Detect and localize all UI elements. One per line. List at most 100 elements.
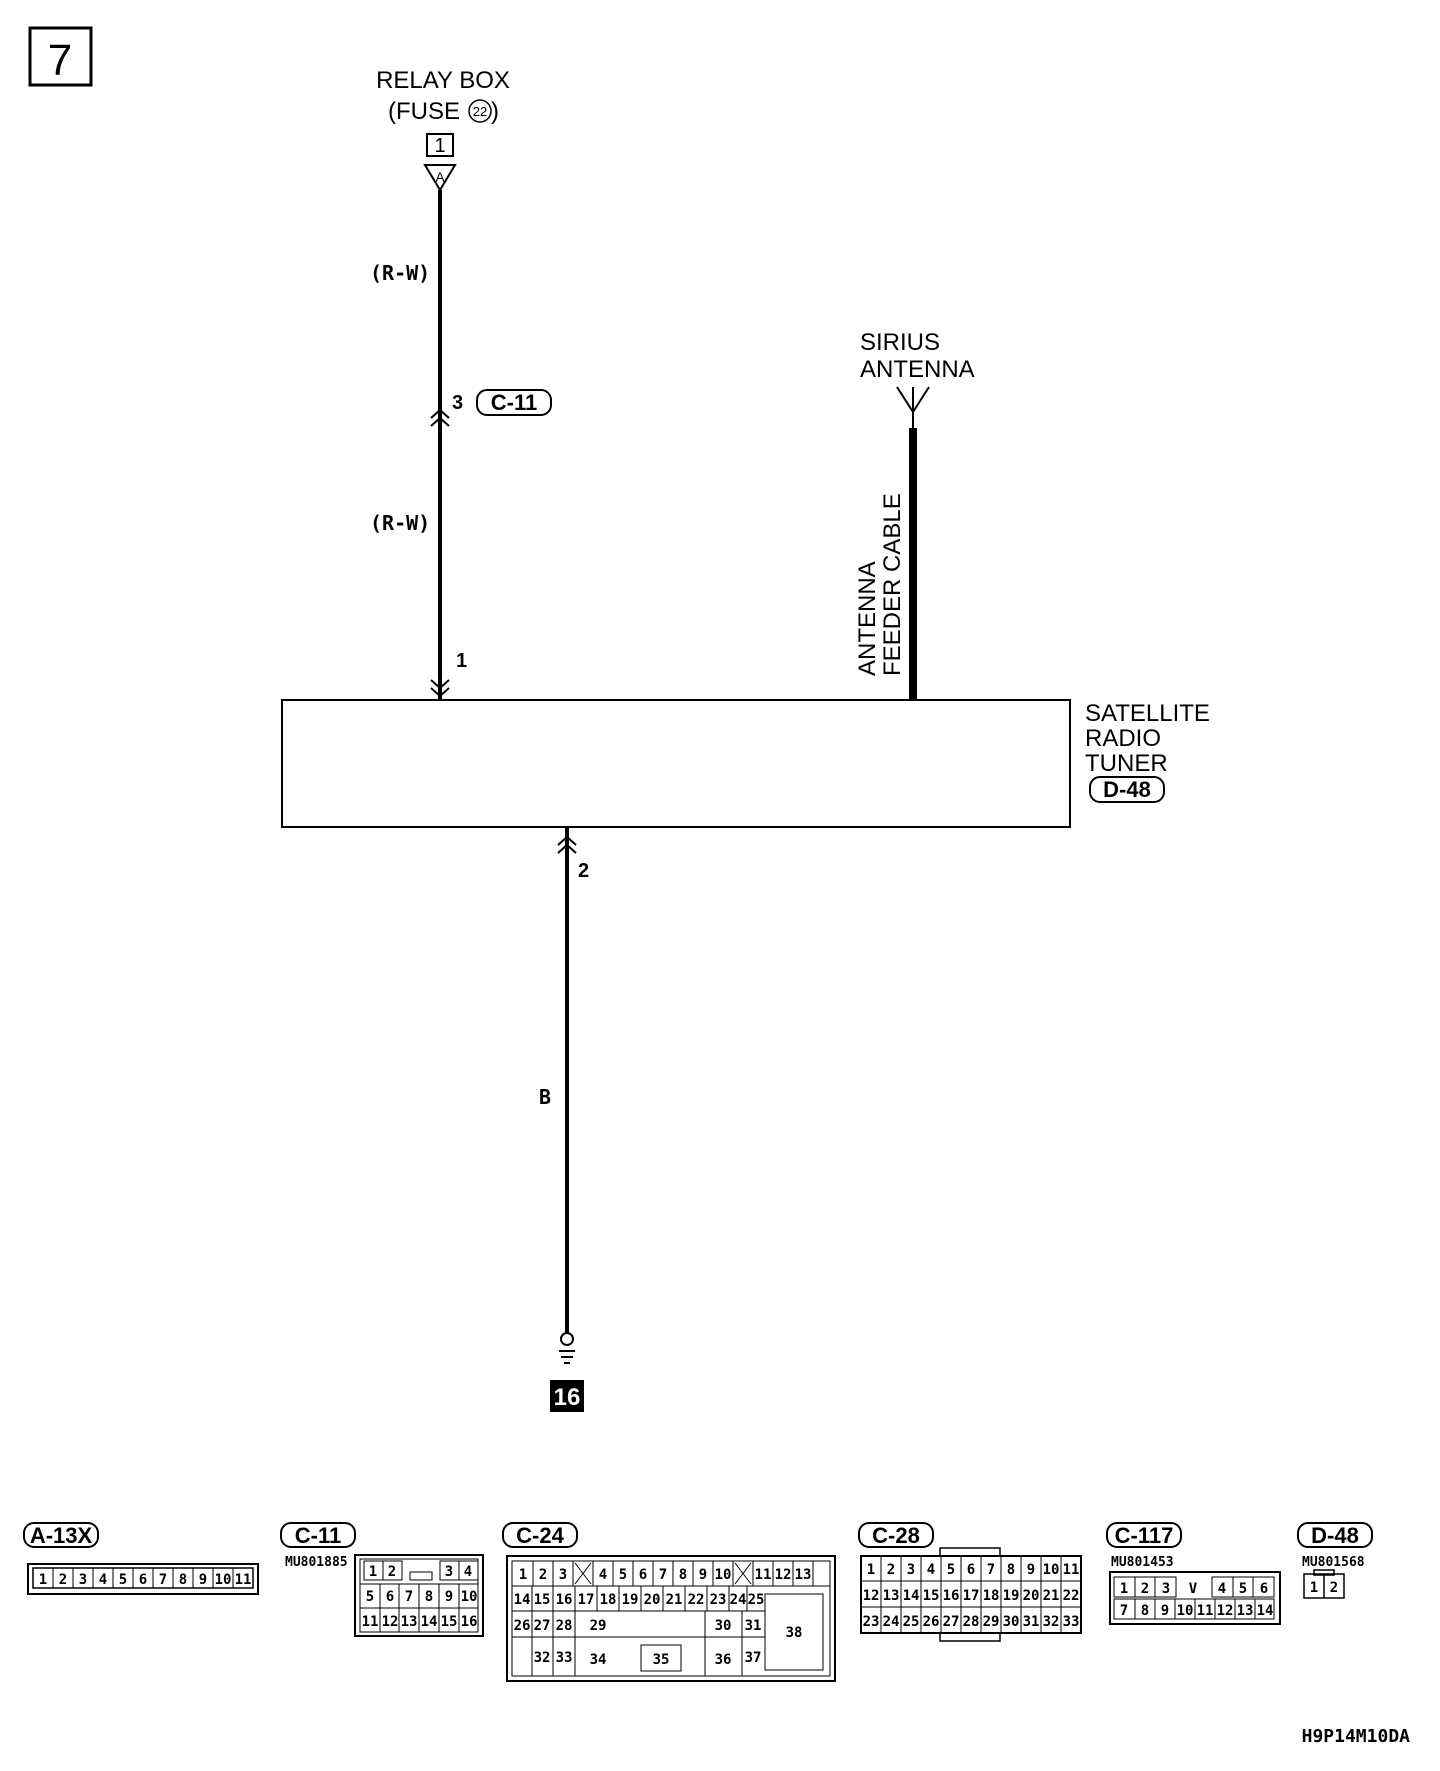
wire-color-middle: (R-W) (370, 511, 430, 535)
pin-cell: 33 (1063, 1614, 1080, 1630)
pin-cell: 15 (534, 1592, 551, 1608)
pin-cell: 8 (679, 1567, 687, 1583)
pin-cell: 31 (1023, 1614, 1040, 1630)
pin-cell: 1 (1310, 1580, 1318, 1596)
pin-cell: 22 (688, 1592, 705, 1608)
pin-cell: 3 (445, 1564, 453, 1580)
pin-cell: 3 (559, 1567, 567, 1583)
pin-cell: 12 (382, 1614, 399, 1630)
connector-tag: C-117 (1106, 1522, 1182, 1548)
satellite-radio-tuner-box (281, 699, 1071, 828)
pin-cell: 18 (600, 1592, 617, 1608)
pin-cell: 9 (445, 1589, 453, 1605)
pin-cell: 2 (887, 1562, 895, 1578)
antenna-icon (896, 386, 930, 428)
pin-cell: 16 (461, 1614, 478, 1630)
pin-cell: 23 (863, 1614, 880, 1630)
pin-cell: 33 (556, 1650, 573, 1666)
pin-cell: 31 (745, 1618, 762, 1634)
pin-cell: 2 (1330, 1580, 1338, 1596)
pin-cell: 1 (867, 1562, 875, 1578)
svg-text:C-24: C-24 (516, 1523, 564, 1548)
pin-cell: 27 (943, 1614, 960, 1630)
pin-cell: 2 (1141, 1581, 1149, 1597)
pin-cell: 10 (1177, 1603, 1194, 1619)
pin-cell: 14 (514, 1592, 531, 1608)
pin-cell: 6 (386, 1589, 394, 1605)
pin-cell: 13 (883, 1588, 900, 1604)
pin-cell: 7 (987, 1562, 995, 1578)
ground-point-badge: 16 (550, 1380, 584, 1412)
connector-c28: C-28 1 2 3 4 5 6 7 8 9 10 11 12 13 14 (858, 1522, 1082, 1642)
pin-cell: 1 (519, 1567, 527, 1583)
pin-cell: 4 (1218, 1581, 1226, 1597)
pin-cell: 25 (903, 1614, 920, 1630)
pin-cell: 37 (745, 1650, 762, 1666)
pin-cell: 10 (461, 1589, 478, 1605)
antenna-cable-label: ANTENNA FEEDER CABLE (854, 493, 906, 676)
connector-d48: D-48 MU801568 1 2 (1297, 1522, 1373, 1599)
pin-cell: 10 (715, 1567, 732, 1583)
pin-cell: 28 (963, 1614, 980, 1630)
pin-cell: 3 (1162, 1581, 1170, 1597)
connector-c24: C-24 (502, 1522, 836, 1682)
drawing-code: H9P14M10DA (1302, 1726, 1411, 1747)
connector-a13x: A-13X 1 2 3 4 5 6 7 8 9 10 11 (23, 1522, 259, 1595)
pin-cell: 11 (362, 1614, 379, 1630)
tuner-pin1-arrows (430, 679, 450, 698)
connector-tag: C-11 (280, 1522, 356, 1548)
tuner-pin-in: 1 (456, 650, 467, 672)
pin-cell: 18 (983, 1588, 1000, 1604)
relay-connector-letter: A (435, 169, 445, 185)
pin-cell: 10 (215, 1572, 232, 1588)
pin-cell: 32 (1043, 1614, 1060, 1630)
c11-connector-tag: C-11 (476, 389, 552, 416)
tuner-label-line3: TUNER (1085, 750, 1168, 777)
part-number: MU801453 (1111, 1555, 1174, 1570)
pin-cell: 20 (644, 1592, 661, 1608)
pin-cell: 6 (1260, 1581, 1268, 1597)
pin-cell: 11 (235, 1572, 252, 1588)
pin-cell: 1 (1120, 1581, 1128, 1597)
svg-text:C-11: C-11 (295, 1523, 341, 1548)
fuse-number: 22 (473, 104, 487, 119)
connector-c117: C-117 MU801453 1 2 3 V 4 5 6 7 8 9 10 (1106, 1522, 1281, 1625)
wire-color-ground: B (539, 1085, 551, 1109)
svg-text:D-48: D-48 (1311, 1523, 1359, 1548)
pin-cell: 29 (983, 1614, 1000, 1630)
pin-cell: 17 (578, 1592, 595, 1608)
pin-cell: 12 (863, 1588, 880, 1604)
page-number-box: 7 (28, 26, 93, 87)
pin-cell: 10 (1043, 1562, 1060, 1578)
pin-cell: 5 (1239, 1581, 1247, 1597)
pin-cell: 27 (534, 1618, 551, 1634)
pin-cell: 9 (1161, 1603, 1169, 1619)
connector-tag: C-24 (502, 1522, 578, 1548)
a13x-pins: 1 2 3 4 5 6 7 8 9 10 11 (39, 1572, 252, 1588)
pin-cell: 1 (39, 1572, 47, 1588)
pin-cell: 35 (653, 1652, 670, 1668)
pin-cell: 24 (730, 1592, 747, 1608)
part-number: MU801568 (1302, 1555, 1365, 1570)
pin-cell: 29 (590, 1618, 607, 1634)
pin-cell: 25 (748, 1592, 765, 1608)
svg-text:C-11: C-11 (491, 390, 537, 415)
svg-text:C-117: C-117 (1115, 1523, 1174, 1548)
pin-cell: 4 (599, 1567, 607, 1583)
pin-cell: 2 (59, 1572, 67, 1588)
antenna-label-line2: ANTENNA (860, 356, 975, 383)
pin-cell: 14 (903, 1588, 920, 1604)
pin-cell: 7 (659, 1567, 667, 1583)
pin-cell: 24 (883, 1614, 900, 1630)
pin-cell: 32 (534, 1650, 551, 1666)
pin-cell: 9 (1027, 1562, 1035, 1578)
svg-text:D-48: D-48 (1103, 777, 1151, 802)
pin-cell: 16 (556, 1592, 573, 1608)
c11-junction-arrows (430, 408, 450, 427)
pin-cell: 2 (539, 1567, 547, 1583)
pin-cell: 15 (441, 1614, 458, 1630)
pin-cell: 15 (923, 1588, 940, 1604)
relay-box-connector: 1 A (423, 133, 457, 192)
pin-cell: 11 (1197, 1603, 1214, 1619)
pin-cell: 5 (947, 1562, 955, 1578)
